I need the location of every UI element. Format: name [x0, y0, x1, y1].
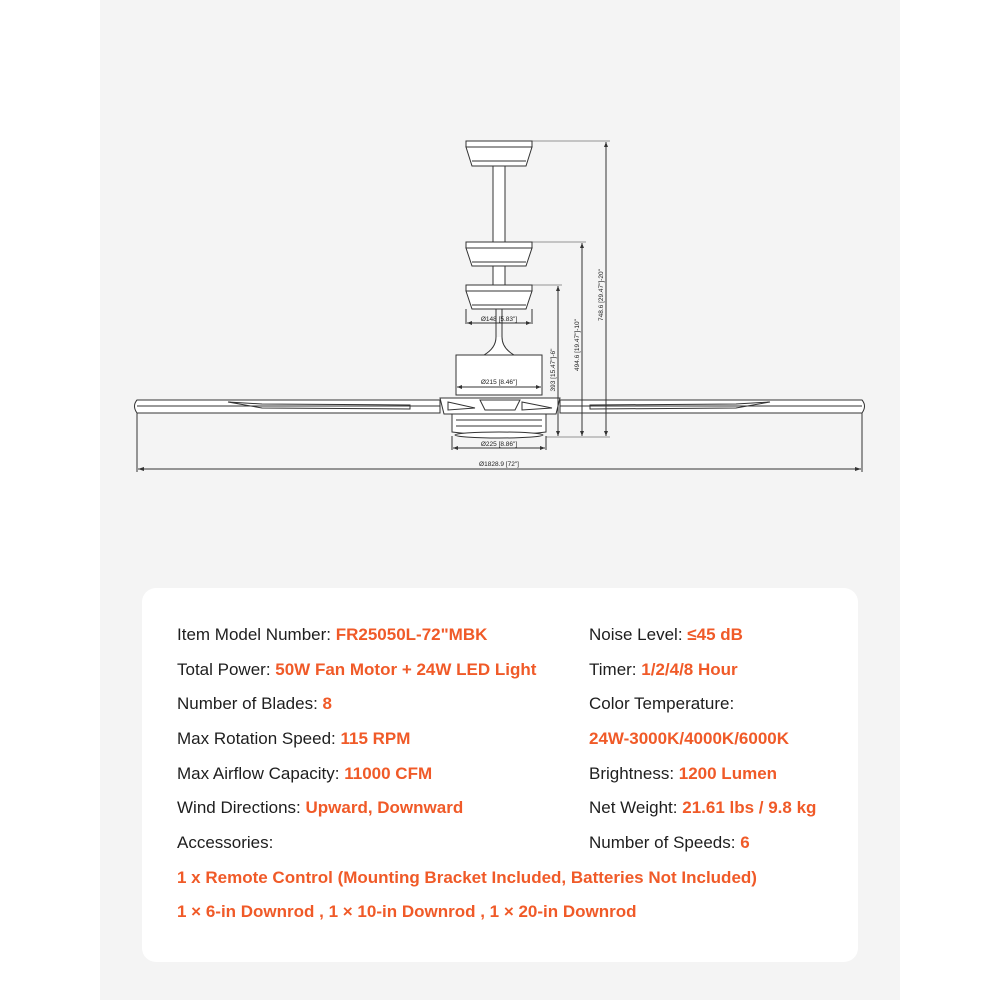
light-kit [451, 413, 547, 439]
fan-dimension-diagram: Ø148 [5.83"] Ø215 [8.46"] Ø225 [8.86"] Ø… [134, 140, 865, 472]
spec-timer-value: 1/2/4/8 Hour [641, 660, 738, 679]
long-downrod [492, 165, 506, 243]
height-mid-label: 494.6 [19.47"]-10" [574, 318, 581, 371]
spec-noise: Noise Level: ≤45 dB [589, 624, 743, 646]
blade-span-label: Ø1828.9 [72"] [479, 461, 519, 468]
accessory-remote: 1 x Remote Control (Mounting Bracket Inc… [177, 868, 757, 887]
spec-rotation: Max Rotation Speed: 115 RPM [177, 728, 410, 750]
accessory-downrods: 1 × 6-in Downrod , 1 × 10-in Downrod , 1… [177, 902, 637, 921]
spec-power-label: Total Power: [177, 660, 276, 679]
spec-timer: Timer: 1/2/4/8 Hour [589, 659, 738, 681]
spec-rotation-label: Max Rotation Speed: [177, 729, 341, 748]
spec-model-label: Item Model Number: [177, 625, 336, 644]
spec-speeds-value: 6 [740, 833, 750, 852]
canopy-diameter-label: Ø148 [5.83"] [481, 316, 517, 323]
spec-weight: Net Weight: 21.61 lbs / 9.8 kg [589, 797, 816, 819]
spec-weight-label: Net Weight: [589, 798, 683, 817]
top-canopy [465, 140, 533, 167]
spec-rotation-value: 115 RPM [340, 729, 411, 748]
mid-canopy [465, 241, 533, 267]
spec-accessories: Accessories: [177, 832, 273, 854]
spec-noise-label: Noise Level: [589, 625, 688, 644]
motor-housing [455, 354, 543, 396]
spec-noise-value: ≤45 dB [687, 625, 743, 644]
spec-wind-value: Upward, Downward [305, 798, 464, 817]
spec-power: Total Power: 50W Fan Motor + 24W LED Lig… [177, 659, 536, 681]
light-diameter-label: Ø225 [8.86"] [481, 441, 517, 448]
spec-speeds: Number of Speeds: 6 [589, 832, 750, 854]
spec-timer-label: Timer: [589, 660, 642, 679]
height-short-label: 393 [15.47"]-6" [550, 348, 557, 392]
lower-canopy [465, 284, 533, 310]
spec-brightness-label: Brightness: [589, 764, 679, 783]
spec-brightness: Brightness: 1200 Lumen [589, 763, 777, 785]
spec-airflow-value: 11000 CFM [344, 764, 433, 783]
spec-color-temp: Color Temperature: [589, 693, 734, 715]
spec-wind: Wind Directions: Upward, Downward [177, 797, 463, 819]
fan-blades [134, 399, 865, 414]
spec-accessories-label: Accessories: [177, 833, 274, 852]
spec-wind-label: Wind Directions: [177, 798, 306, 817]
spec-airflow-label: Max Airflow Capacity: [177, 764, 345, 783]
motor-diameter-label: Ø215 [8.46"] [481, 379, 517, 386]
spec-brightness-value: 1200 Lumen [678, 764, 778, 783]
spec-airflow: Max Airflow Capacity: 11000 CFM [177, 763, 432, 785]
spec-color-temp-value: 24W-3000K/4000K/6000K [589, 729, 790, 748]
spec-power-value: 50W Fan Motor + 24W LED Light [275, 660, 537, 679]
spec-model-value: FR25050L-72"MBK [335, 625, 488, 644]
spec-card: Item Model Number: FR25050L-72"MBK Total… [142, 588, 858, 962]
spec-color-temp-label: Color Temperature: [589, 694, 735, 713]
spec-blades: Number of Blades: 8 [177, 693, 332, 715]
spec-weight-value: 21.61 lbs / 9.8 kg [682, 798, 817, 817]
spec-blades-label: Number of Blades: [177, 694, 323, 713]
spec-speeds-label: Number of Speeds: [589, 833, 741, 852]
spec-blades-value: 8 [322, 694, 332, 713]
spec-model: Item Model Number: FR25050L-72"MBK [177, 624, 487, 646]
height-long-label: 748.6 [29.47"]-20" [598, 268, 605, 321]
